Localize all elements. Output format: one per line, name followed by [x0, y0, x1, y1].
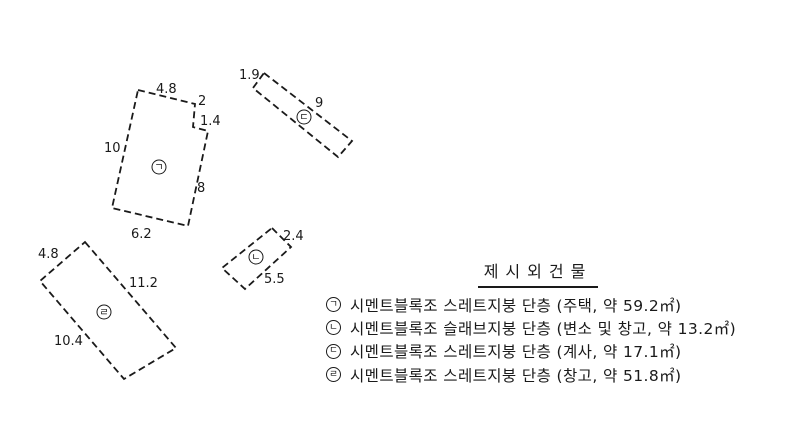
building-outline	[220, 226, 293, 291]
building-mark-circle	[248, 249, 264, 265]
circled-rieul-icon: ㄹ	[326, 367, 341, 383]
dimension-label: 10	[104, 141, 121, 156]
building-mark-label: ㄹ	[99, 308, 108, 319]
legend-item-text: 시멘트블록조 슬래브지붕 단층 (변소 및 창고, 약 13.2㎡)	[350, 319, 737, 338]
dimension-label: 8	[197, 181, 205, 196]
building-outline	[251, 71, 354, 159]
dimension-label: 6.2	[131, 227, 152, 242]
dimension-label: 1.9	[239, 68, 260, 83]
building-nieun: ㄴ 2.4 5.5	[220, 226, 304, 291]
circled-nieun-icon: ㄴ	[326, 320, 341, 336]
building-mark-label: ㄴ	[251, 253, 260, 264]
legend-item: ㄷ 시멘트블록조 스레트지붕 단층 (계사, 약 17.1㎡)	[326, 340, 736, 363]
building-mark-circle	[96, 304, 112, 320]
legend-item: ㄱ 시멘트블록조 스레트지붕 단층 (주택, 약 59.2㎡)	[326, 293, 736, 316]
legend-item-text: 시멘트블록조 스레트지붕 단층 (계사, 약 17.1㎡)	[350, 343, 682, 362]
dimension-label: 4.8	[38, 247, 59, 262]
building-mark-circle	[151, 159, 167, 175]
dimension-label: 2.4	[283, 229, 304, 244]
building-giyeok: ㄱ 4.8 2 1.4 10 8 6.2	[104, 82, 221, 242]
legend-item-text: 시멘트블록조 스레트지붕 단층 (창고, 약 51.8㎡)	[350, 366, 682, 385]
legend-title: 제시외건물	[478, 258, 598, 288]
dimension-label: 9	[315, 96, 323, 111]
dimension-label: 10.4	[54, 334, 83, 349]
dimension-label: 2	[198, 94, 206, 109]
building-outline	[38, 240, 178, 381]
building-outline	[110, 88, 210, 228]
legend-list: ㄱ 시멘트블록조 스레트지붕 단층 (주택, 약 59.2㎡) ㄴ 시멘트블록조…	[326, 293, 736, 386]
dimension-label: 4.8	[156, 82, 177, 97]
dimension-label: 1.4	[200, 114, 221, 129]
building-rieul: ㄹ 4.8 11.2 10.4	[38, 240, 178, 381]
building-digeut: ㄷ 1.9 9	[239, 68, 354, 159]
legend-item: ㄴ 시멘트블록조 슬래브지붕 단층 (변소 및 창고, 약 13.2㎡)	[326, 316, 736, 339]
legend-item-text: 시멘트블록조 스레트지붕 단층 (주택, 약 59.2㎡)	[350, 296, 682, 315]
dimension-label: 11.2	[129, 276, 158, 291]
dimension-label: 5.5	[264, 272, 285, 287]
circled-giyeok-icon: ㄱ	[326, 297, 341, 313]
building-mark-label: ㄷ	[299, 113, 308, 124]
building-mark-circle	[296, 109, 312, 125]
legend-item: ㄹ 시멘트블록조 스레트지붕 단층 (창고, 약 51.8㎡)	[326, 363, 736, 386]
building-mark-label: ㄱ	[154, 163, 163, 174]
circled-digeut-icon: ㄷ	[326, 343, 341, 359]
